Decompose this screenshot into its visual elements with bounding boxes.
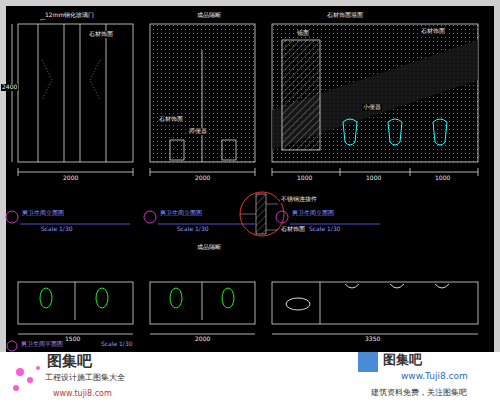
- watermark-text: 图集吧: [46, 353, 93, 370]
- drawing-label: 2000: [194, 336, 211, 343]
- drawing-label: 12mm钢化玻璃门: [44, 12, 95, 19]
- drawing-label: 2000: [62, 175, 79, 182]
- drawing-label: 男卫生间立面图: [159, 210, 203, 217]
- drawing-label: 2000: [194, 175, 211, 182]
- drawing-label: 石材饰面墙面: [326, 12, 364, 19]
- drawing-label: 2400: [1, 84, 18, 91]
- drawing-label: 3350: [364, 336, 381, 343]
- watermark-text: www.tuji8.com: [52, 389, 113, 398]
- drawing-label: 不锈钢连接件: [280, 196, 318, 203]
- drawing-label: 1000: [365, 175, 382, 182]
- drawing-label: 成品隔断: [196, 244, 222, 251]
- watermark-text: 建筑资料免费，关注图集吧: [370, 388, 468, 397]
- drawing-label: Scale 1/30: [40, 226, 74, 233]
- drawing-label: 石材饰面: [158, 116, 184, 123]
- drawing-label: Scale 1/30: [308, 226, 342, 233]
- drawing-label: 镜面: [296, 30, 310, 37]
- watermark-text: 工程设计施工图集大全: [44, 373, 126, 382]
- drawing-label: 石材饰面: [280, 226, 306, 233]
- drawing-label: 男卫生间平面图: [20, 341, 64, 348]
- drawing-label: Scale 1/30: [100, 341, 134, 348]
- drawing-label: 石材饰面: [420, 28, 446, 35]
- drawing-label: 男卫生间立面图: [291, 210, 335, 217]
- drawing-label: 男卫生间立面图: [21, 210, 65, 217]
- drawing-label: 1000: [296, 175, 313, 182]
- watermark-text: www.Tuji8.com: [400, 371, 469, 381]
- drawing-label: 成品隔断: [196, 12, 222, 19]
- drawing-label: 1000: [434, 175, 451, 182]
- drawing-label: 蹲便器: [188, 128, 208, 135]
- drawing-label: 小便器: [362, 104, 382, 111]
- drawing-label: Scale 1/30: [176, 226, 210, 233]
- drawing-label: 石材饰面: [88, 31, 114, 38]
- watermark-text: 图集吧: [382, 353, 423, 368]
- drawing-label: 1500: [64, 336, 81, 343]
